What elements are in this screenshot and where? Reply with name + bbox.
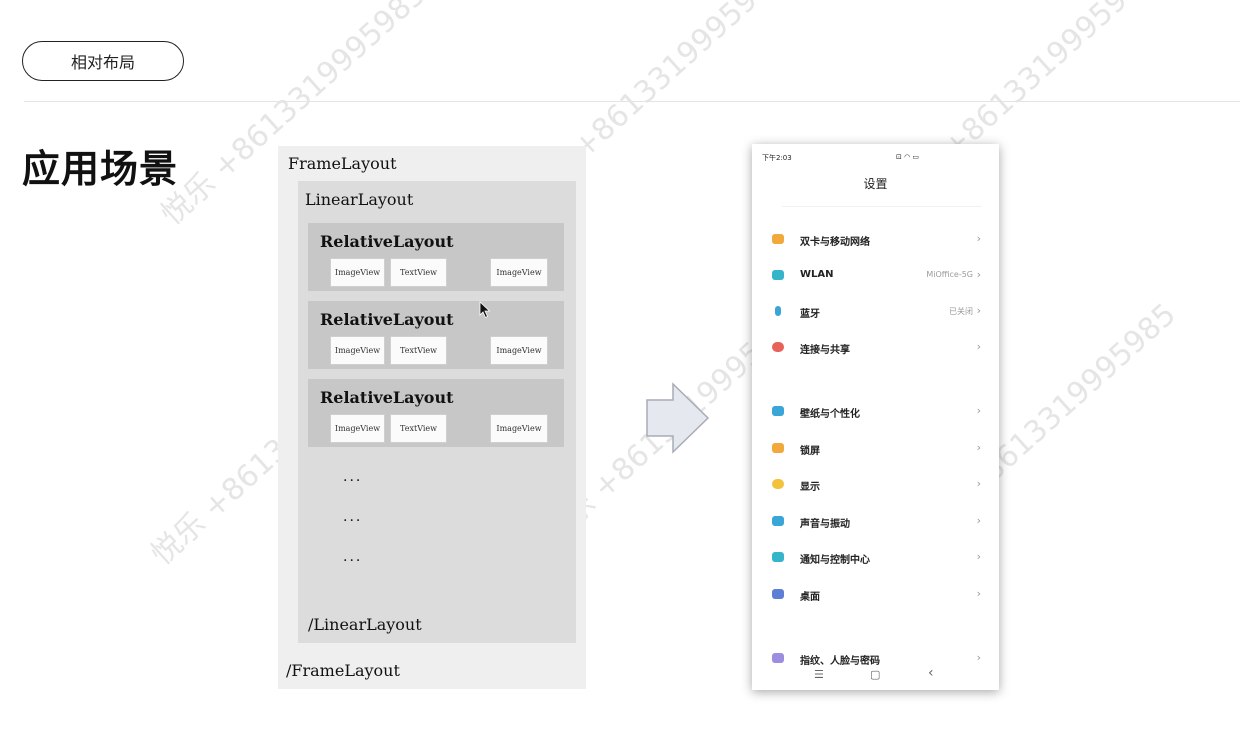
ellipsis: ... [343, 469, 363, 485]
chevron-right-icon: › [976, 268, 981, 281]
linearlayout-open-label: LinearLayout [305, 190, 414, 209]
row-label: 壁纸与个性化 [800, 409, 860, 420]
sun-icon [772, 479, 784, 489]
row-label: 双卡与移动网络 [800, 237, 870, 248]
framelayout-close-label: /FrameLayout [286, 661, 400, 680]
status-time: 下午2:03 [762, 154, 792, 162]
sound-icon [772, 516, 784, 526]
row-label: 指纹、人脸与密码 [800, 656, 880, 667]
menu-icon[interactable]: ☰ [814, 668, 824, 681]
settings-row-desktop[interactable]: 桌面 › [752, 579, 999, 609]
settings-row-share[interactable]: 连接与共享 › [752, 332, 999, 362]
settings-row-fingerprint[interactable]: 指纹、人脸与密码 › [752, 643, 999, 673]
imageview-box: ImageView [330, 336, 385, 365]
imageview-box: ImageView [330, 258, 385, 287]
row-label: WLAN [800, 269, 834, 280]
textview-box: TextView [390, 336, 447, 365]
chevron-right-icon: › [976, 441, 981, 454]
back-icon[interactable]: ‹ [928, 665, 934, 681]
imageview-box: ImageView [490, 414, 548, 443]
linearlayout-close-label: /LinearLayout [308, 615, 422, 634]
row-value: 已关闭 [949, 307, 973, 316]
ellipsis: ... [343, 549, 363, 565]
row-label: 蓝牙 [800, 309, 820, 320]
relativelayout-box: RelativeLayout ImageView TextView ImageV… [308, 223, 564, 291]
divider [24, 101, 1240, 102]
chevron-right-icon: › [976, 404, 981, 417]
wifi-icon [772, 270, 784, 280]
framelayout-open-label: FrameLayout [288, 154, 397, 173]
imageview-box: ImageView [490, 258, 548, 287]
chevron-right-icon: › [976, 550, 981, 563]
lock-icon [772, 443, 784, 453]
settings-row-display[interactable]: 显示 › [752, 469, 999, 499]
relativelayout-label: RelativeLayout [320, 232, 454, 251]
relativelayout-label: RelativeLayout [320, 310, 454, 329]
linearlayout-box: LinearLayout RelativeLayout ImageView Te… [298, 181, 576, 643]
relativelayout-box: RelativeLayout ImageView TextView ImageV… [308, 379, 564, 447]
settings-row-bluetooth[interactable]: 蓝牙 已关闭 › [752, 296, 999, 326]
row-label: 通知与控制中心 [800, 555, 870, 566]
row-label: 锁屏 [800, 446, 820, 457]
right-arrow-icon [646, 382, 710, 454]
chevron-right-icon: › [976, 514, 981, 527]
status-icons: ⊡ ◠ ▭ [896, 153, 920, 161]
settings-title: 设置 [863, 177, 888, 191]
chevron-right-icon: › [976, 651, 981, 664]
row-label: 连接与共享 [800, 345, 850, 356]
chevron-right-icon: › [976, 477, 981, 490]
chevron-right-icon: › [976, 587, 981, 600]
phone-screenshot: 下午2:03 ⊡ ◠ ▭ 设置 双卡与移动网络 › WLAN MiOffice-… [752, 144, 999, 690]
home-icon [772, 589, 784, 599]
settings-row-notification[interactable]: 通知与控制中心 › [752, 542, 999, 572]
chevron-right-icon: › [976, 304, 981, 317]
row-label: 桌面 [800, 592, 820, 603]
imageview-box: ImageView [330, 414, 385, 443]
notification-icon [772, 552, 784, 562]
relativelayout-label: RelativeLayout [320, 388, 454, 407]
settings-row-sound[interactable]: 声音与振动 › [752, 506, 999, 536]
row-label: 显示 [800, 482, 820, 493]
mouse-cursor-icon [479, 301, 491, 319]
ellipsis: ... [343, 509, 363, 525]
settings-row-sim[interactable]: 双卡与移动网络 › [752, 224, 999, 254]
chevron-right-icon: › [976, 340, 981, 353]
textview-box: TextView [390, 258, 447, 287]
section-tag: 相对布局 [22, 41, 184, 81]
home-nav-icon[interactable]: ▢ [870, 668, 881, 681]
settings-row-wlan[interactable]: WLAN MiOffice-5G › [752, 260, 999, 290]
bluetooth-icon [775, 306, 781, 316]
relativelayout-box: RelativeLayout ImageView TextView ImageV… [308, 301, 564, 369]
share-icon [772, 342, 784, 352]
chevron-right-icon: › [976, 232, 981, 245]
imageview-box: ImageView [490, 336, 548, 365]
textview-box: TextView [390, 414, 447, 443]
row-value: MiOffice-5G [926, 270, 973, 279]
wallpaper-icon [772, 406, 784, 416]
fingerprint-icon [772, 653, 784, 663]
header-divider [782, 206, 982, 207]
row-label: 声音与振动 [800, 519, 850, 530]
sim-icon [772, 234, 784, 244]
settings-row-lockscreen[interactable]: 锁屏 › [752, 433, 999, 463]
page-title: 应用场景 [22, 147, 179, 191]
settings-row-wallpaper[interactable]: 壁纸与个性化 › [752, 396, 999, 426]
layout-diagram: FrameLayout LinearLayout RelativeLayout … [278, 146, 586, 689]
